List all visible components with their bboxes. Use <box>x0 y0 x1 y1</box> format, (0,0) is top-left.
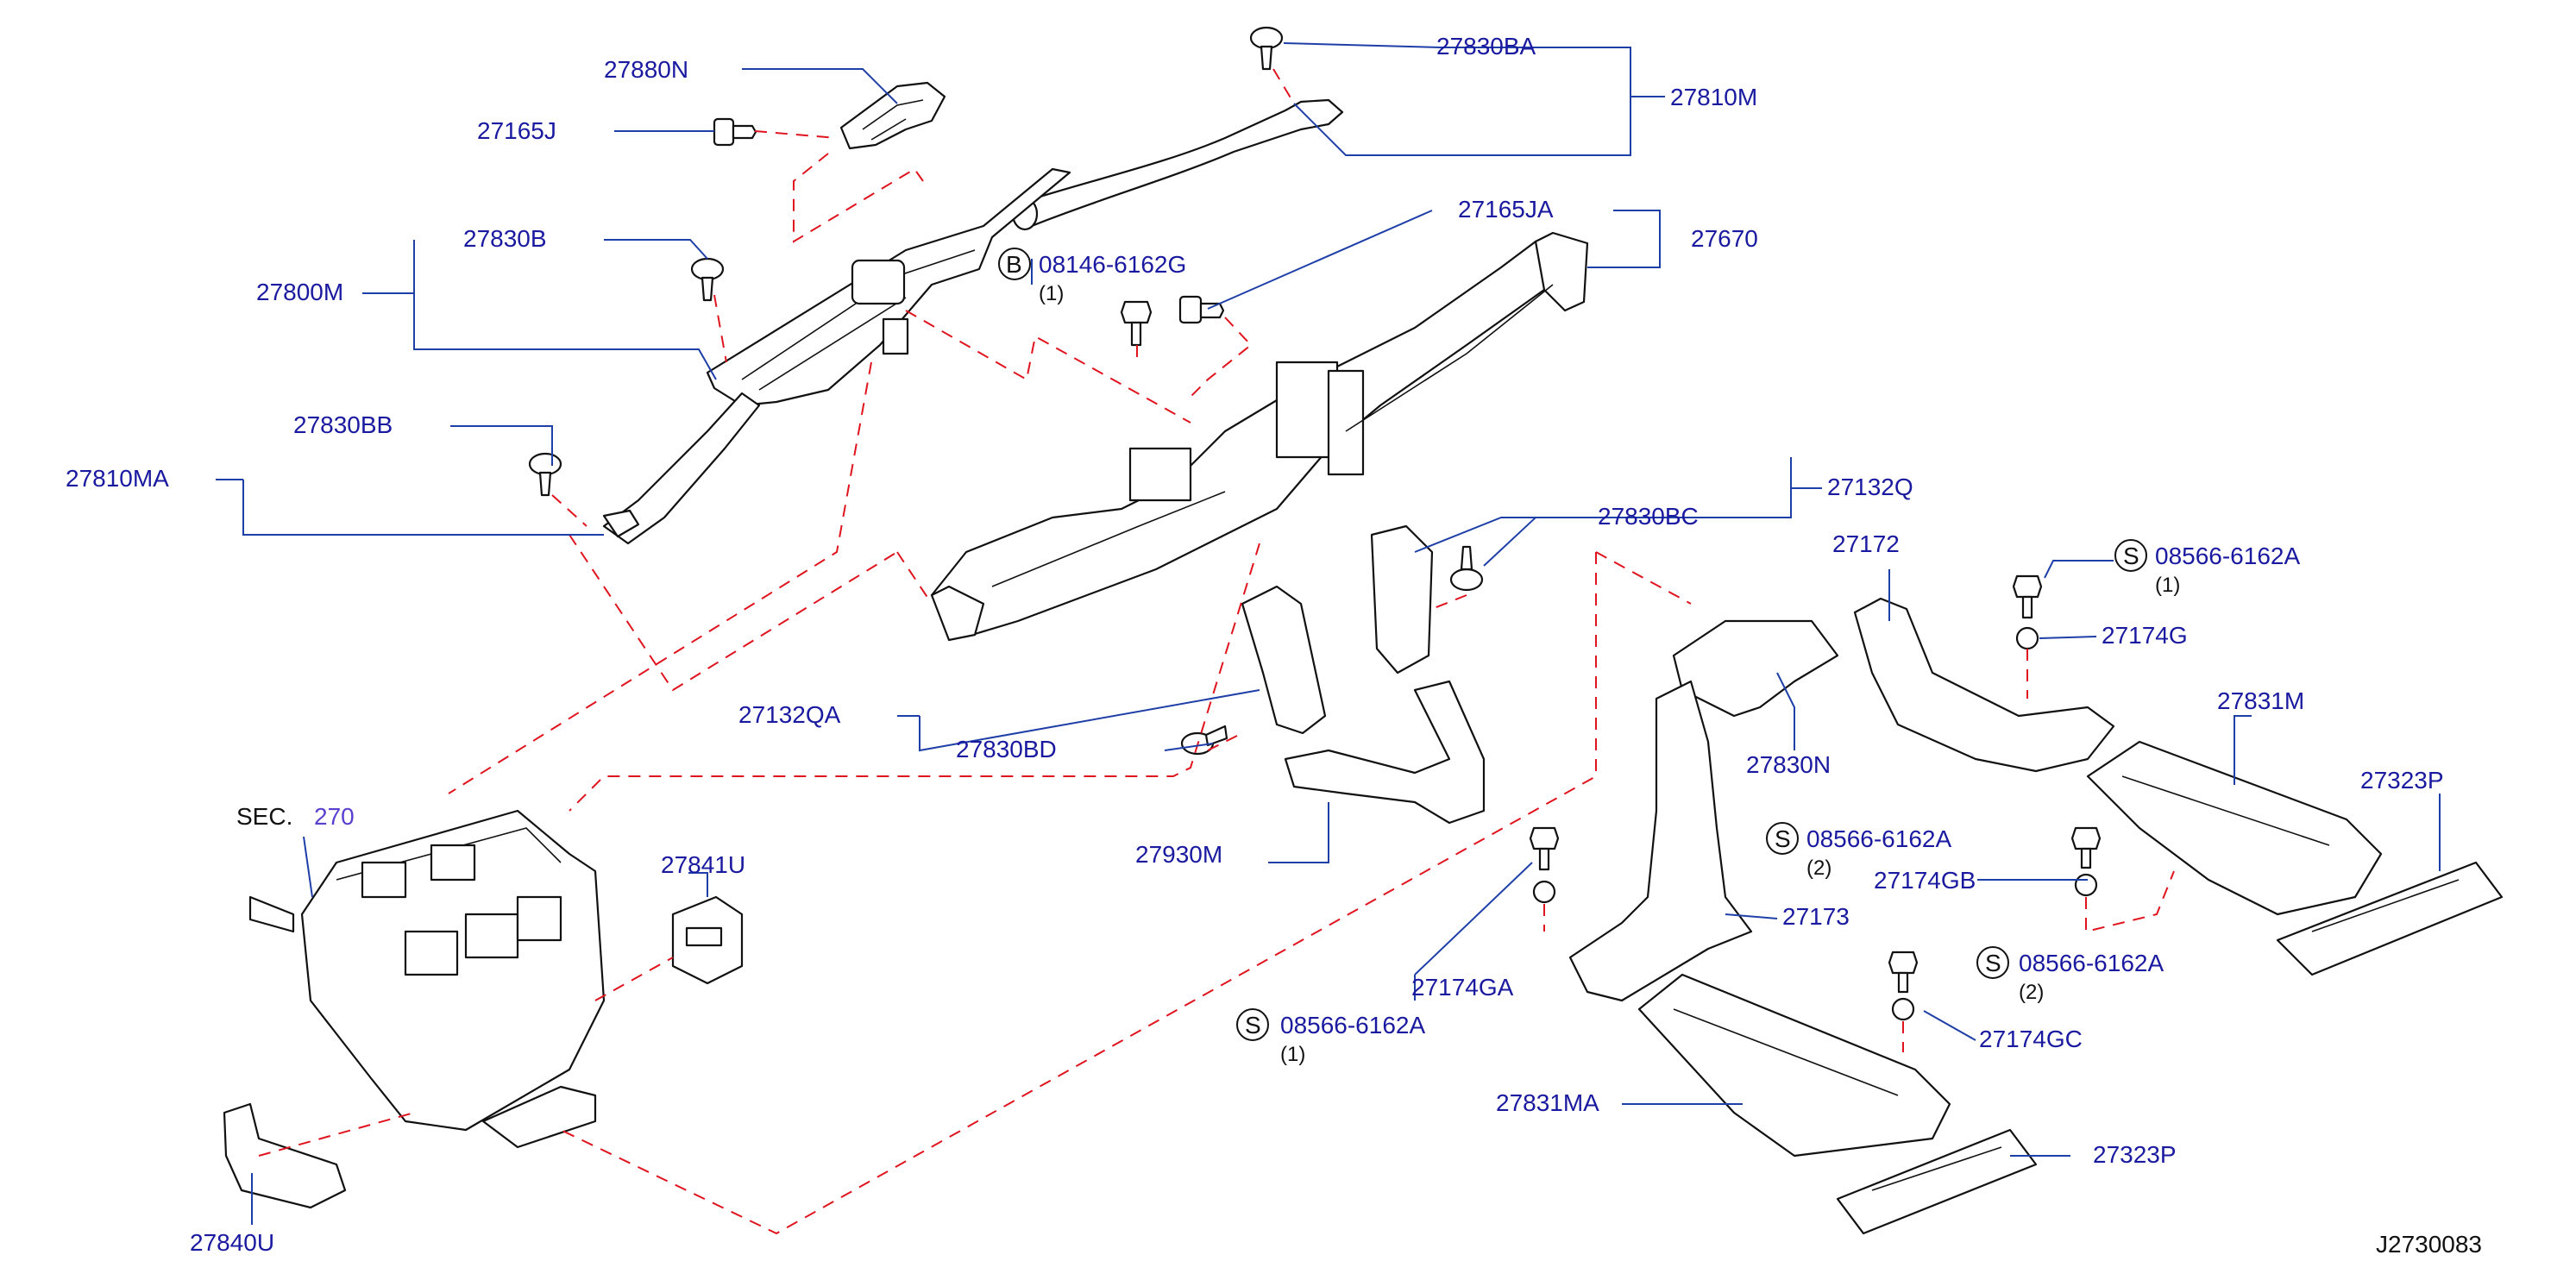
label-27880N: 27880N <box>604 56 688 83</box>
assembly-dashed-lines <box>258 68 2175 1235</box>
part-27323P-a-drawing <box>2276 861 2504 976</box>
label-27830BB: 27830BB <box>293 411 393 438</box>
label-27830B: 27830B <box>463 225 547 252</box>
part-27880N-drawing <box>839 81 946 150</box>
section-reference: SEC. 270 <box>236 803 355 830</box>
fastener-symbol: S <box>1245 1012 1261 1038</box>
section-number: 270 <box>314 803 355 830</box>
label-27830N: 27830N <box>1746 751 1831 778</box>
fastener-qty: (2) <box>2019 981 2044 1004</box>
label-27132Q: 27132Q <box>1827 474 1913 500</box>
fastener-08566-6162A-mid: S 08566-6162A (2) <box>1766 822 1951 880</box>
fastener-code: 08566-6162A <box>1280 1012 1425 1038</box>
fastener-qty: (1) <box>2155 574 2180 597</box>
label-27174GB: 27174GB <box>1874 867 1976 894</box>
label-27174GA: 27174GA <box>1411 974 1514 1001</box>
part-27840U-drawing <box>223 1102 347 1209</box>
fastener-symbol: S <box>2123 543 2139 569</box>
label-27670: 27670 <box>1691 225 1758 252</box>
label-27830BA: 27830BA <box>1436 33 1536 60</box>
label-27165JA: 27165JA <box>1458 196 1554 223</box>
part-27930M-drawing <box>1284 680 1486 825</box>
label-27810M: 27810M <box>1670 84 1757 110</box>
part-27810MA-drawing <box>602 392 761 545</box>
part-27830BA-drawing <box>1249 26 1284 71</box>
part-27831MA-drawing <box>1637 973 1951 1158</box>
label-27132QA: 27132QA <box>738 701 841 728</box>
fastener-08566-6162A-right: S 08566-6162A (2) <box>1976 946 2164 1004</box>
fastener-code: 08146-6162G <box>1039 251 1186 278</box>
fastener-qty: (1) <box>1280 1043 1305 1066</box>
label-27830BC: 27830BC <box>1598 503 1699 530</box>
part-27810M-drawing <box>1011 98 1344 231</box>
part-27165JA-drawing <box>1178 295 1225 324</box>
part-27323P-b-drawing <box>1836 1128 2038 1235</box>
label-27841U: 27841U <box>661 851 745 878</box>
label-27830BD: 27830BD <box>956 736 1057 762</box>
label-27174GC: 27174GC <box>1979 1026 2083 1052</box>
label-27323P-lower: 27323P <box>2093 1141 2177 1168</box>
part-27831M-drawing <box>2086 740 2383 916</box>
label-27165J: 27165J <box>477 117 556 144</box>
part-27670-drawing <box>930 231 1589 642</box>
part-bolt-08146-drawing <box>1120 300 1153 347</box>
label-27800M: 27800M <box>256 279 343 305</box>
fastener-08146-6162G: B 08146-6162G (1) <box>998 248 1186 305</box>
label-27930M: 27930M <box>1135 841 1222 868</box>
label-27174G: 27174G <box>2102 622 2188 649</box>
label-27172: 27172 <box>1832 530 1900 557</box>
part-27830BB-drawing <box>528 452 562 497</box>
section-prefix: SEC. <box>236 803 292 830</box>
part-27830N-drawing <box>1672 619 1839 718</box>
part-27830BD-drawing <box>1180 725 1228 756</box>
label-27831M: 27831M <box>2217 687 2304 714</box>
leader-lines <box>216 42 2441 1225</box>
part-27841U-drawing <box>671 895 744 985</box>
part-27132QA-drawing <box>1241 585 1327 735</box>
part-27173-drawing <box>1568 680 1753 1002</box>
fastener-code: 08566-6162A <box>2019 950 2164 976</box>
fastener-symbol: S <box>1985 950 2001 976</box>
fastener-08566-6162A-left: S 08566-6162A (1) <box>1236 1008 1425 1066</box>
part-27132Q-drawing <box>1370 524 1434 675</box>
label-27173: 27173 <box>1782 903 1850 930</box>
diagram-id: J2730083 <box>2376 1231 2482 1258</box>
label-27831MA: 27831MA <box>1496 1089 1599 1116</box>
fastener-code: 08566-6162A <box>1806 825 1951 852</box>
part-27172-drawing <box>1853 597 2115 773</box>
label-27840U: 27840U <box>190 1229 274 1256</box>
fastener-symbol: S <box>1775 825 1791 852</box>
part-27830B-drawing <box>690 257 725 302</box>
fastener-qty: (1) <box>1039 282 1064 305</box>
part-27830BC-drawing <box>1449 545 1484 592</box>
part-27800M-drawing <box>706 167 1071 407</box>
part-heater-unit-drawing <box>248 809 606 1149</box>
part-fasteners-right-drawing <box>1529 574 2102 1021</box>
fastener-qty: (2) <box>1806 856 1831 880</box>
fastener-symbol: B <box>1006 251 1022 278</box>
part-labels: 27880N 27165J 27830BA 27810M 27830B 2780… <box>66 33 2444 1256</box>
fastener-08566-6162A-top: S 08566-6162A (1) <box>2114 539 2300 597</box>
part-27165J-drawing <box>713 117 757 147</box>
label-27323P-upper: 27323P <box>2360 767 2444 794</box>
fastener-code: 08566-6162A <box>2155 543 2300 569</box>
label-27810MA: 27810MA <box>66 465 169 492</box>
